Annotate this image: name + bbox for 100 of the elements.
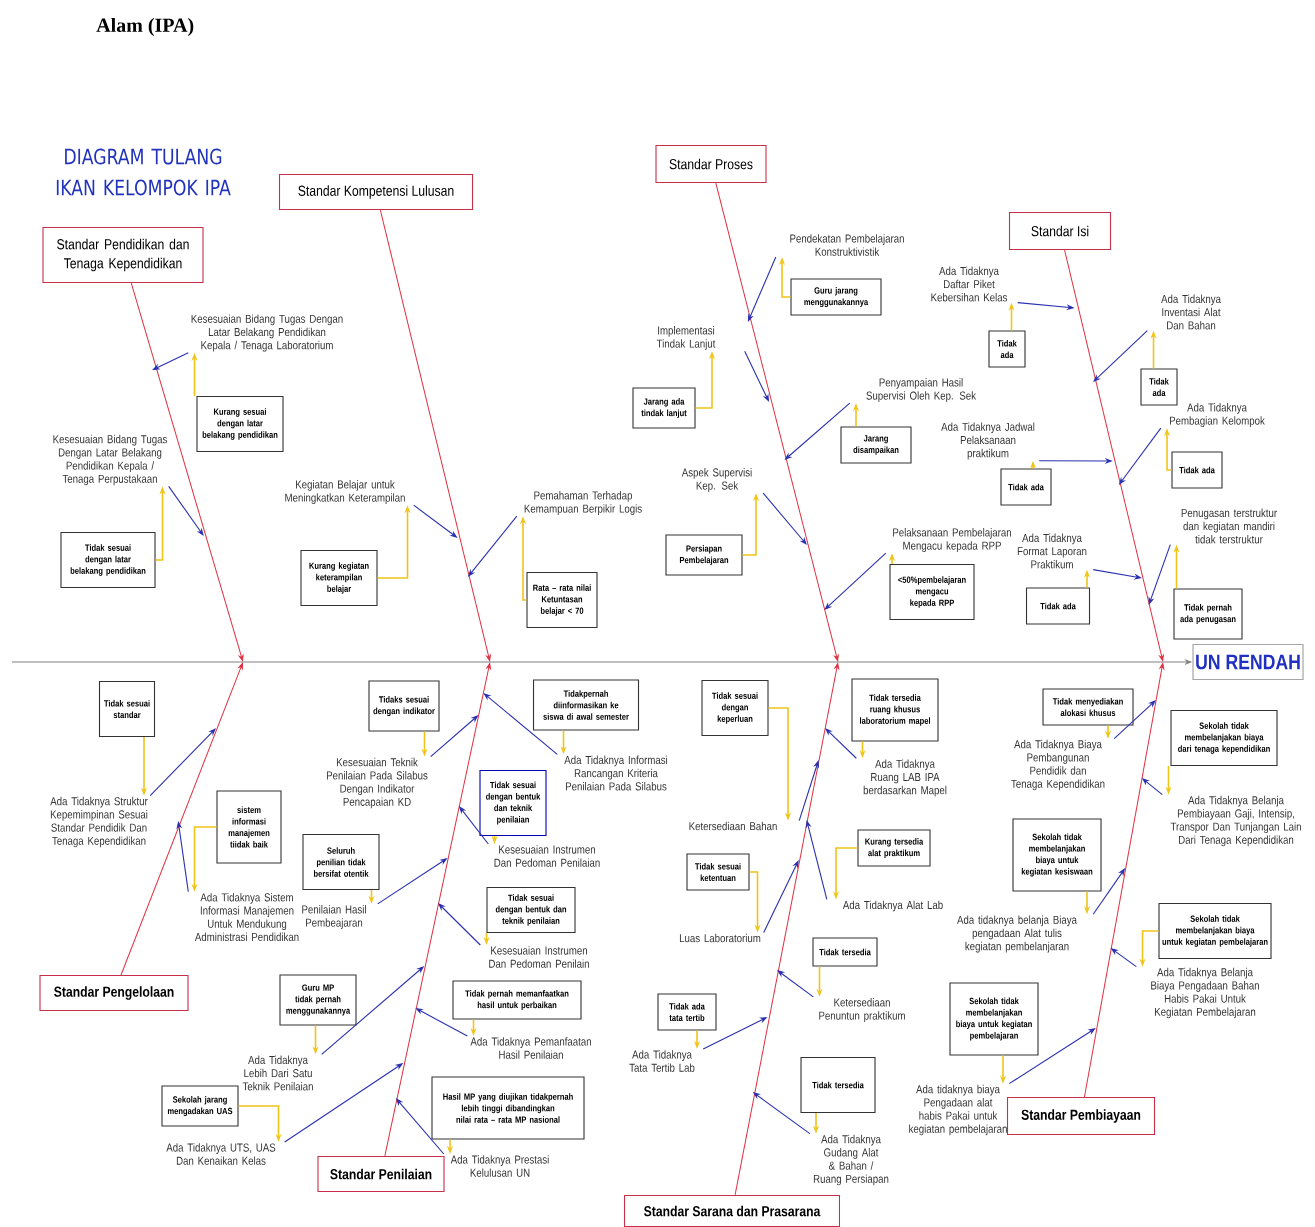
- cause-label: Kesesuaian Bidang Tugas Dengan Latar Belakang Pendidikan Kepala / Tenaga Laboratorium: [191, 314, 343, 352]
- bone-arrow: [384, 662, 491, 1157]
- cause-label: Ada Tidaknya Biaya Pembangunan Pendidik dan Tenaga Kependidikan: [1011, 739, 1105, 791]
- cause-label: Ada Tidaknya Ruang LAB IPA berdasarkan Mapel: [863, 759, 947, 797]
- cause-label: Ada Tidaknya Informasi Rancangan Kriteria Penilaian Pada Silabus: [564, 755, 668, 791]
- cause-arrow: [1148, 544, 1171, 605]
- cause-label: Ada Tidaknya Prestasi Kelulusan UN: [450, 1155, 549, 1177]
- cause-label: Ada Tidaknya Gudang Alat & Bahan / Ruang Persiapan: [813, 1134, 889, 1186]
- cause-label: Pendekatan Pembelajaran Konstruktivistik: [790, 234, 904, 256]
- bone-arrow: [130, 282, 244, 662]
- problem-box: Sekolah tidak membelanjakan biaya untuk kegiatan pembelajaran: [949, 982, 1039, 1056]
- cause-label: Ada Tidaknya Format Laporan Praktikum: [1017, 533, 1087, 569]
- problem-box: Kurang sesuai dengan latar belakang pendidikan: [196, 395, 284, 453]
- cause-arrow: [1093, 330, 1148, 382]
- problem-box: Tidakpernah diinformasikan ke siswa di awal semester: [532, 679, 640, 731]
- effect-box: UN RENDAH: [1192, 643, 1304, 681]
- cause-label: Ada Tidaknya Daftar Piket Kebersihan Kelas: [931, 266, 1008, 302]
- problem-box: Tidaks sesuai dengan indikator: [368, 680, 440, 732]
- cause-arrow: [1008, 1028, 1096, 1085]
- bone-arrow: [1083, 662, 1165, 1098]
- cause-arrow: [152, 352, 189, 370]
- problem-box: Tidak ada: [1140, 368, 1178, 406]
- problem-box: Jarang disampaikan: [840, 426, 912, 464]
- cause-label: Ada tidaknya biaya Pengadaan alat habis Pakai untuk kegiatan pembelajaran: [909, 1084, 1007, 1136]
- cause-arrow: [483, 693, 558, 755]
- problem-box: Tidak menyediakan alokasi khusus: [1042, 688, 1134, 726]
- cause-arrow: [798, 760, 819, 822]
- problem-box: Guru jarang menggunakannya: [790, 278, 882, 316]
- problem-box: Tidak ada: [988, 330, 1026, 368]
- category-box: Standar Isi: [1008, 211, 1112, 251]
- cause-label: Ada Tidaknya UTS, UAS Dan Kenaikan Kelas: [166, 1143, 276, 1165]
- cause-arrow: [763, 860, 799, 934]
- cause-label: Ada Tidaknya Lebih Dari Satu Teknik Penilaian: [242, 1055, 313, 1091]
- cause-label: Ada Tidaknya Jadwal Pelaksanaan praktikum: [941, 422, 1035, 460]
- problem-box: Tidak tersedia: [800, 1056, 876, 1114]
- cause-label: Ada Tidaknya Pembagian Kelompok: [1170, 403, 1265, 427]
- bone-arrow: [120, 662, 243, 976]
- problem-box: Tidak pernah memanfaatkan hasil untuk perbaikan: [452, 980, 582, 1020]
- cause-label: Ada Tidaknya Belanja Pembiayaan Gaji, Intensip, Transpor Dan Tunjangan Lain Dari Tenaga Kependidikan: [1170, 795, 1301, 847]
- cause-label: Kesesuaian Instrumen Dan Pedoman Penilain: [489, 946, 589, 968]
- problem-box: Tidak sesuai ketentuan: [686, 853, 750, 891]
- cause-arrow: [762, 492, 807, 545]
- problem-box: Tidak ada: [1025, 587, 1091, 625]
- cause-label: Luas Laboratorium: [679, 933, 761, 943]
- bone-arrow: [1064, 249, 1164, 662]
- problem-box: Seluruh penilian tidak bersifat otentik: [302, 833, 380, 891]
- problem-box: Sekolah tidak membelanjakan biaya dari tenaga kependidikan: [1170, 709, 1278, 767]
- problem-box: Tidak sesuai dengan bentuk dan teknik penilaian: [479, 769, 547, 837]
- problem-box: Guru MP tidak pernah menggunakannya: [279, 974, 357, 1026]
- category-box: Standar Proses: [655, 144, 767, 184]
- page-heading: Alam (IPA): [96, 17, 194, 37]
- diagram-title: DIAGRAM TULANG IKAN KELOMPOK IPA: [56, 148, 231, 196]
- problem-box: Sekolah jarang mengadakan UAS: [161, 1085, 239, 1127]
- cause-arrow: [168, 485, 204, 536]
- problem-box: Sekolah tidak membelanjakan biaya untuk kegiatan kesiswaan: [1012, 818, 1102, 892]
- problem-box: sistem informasi manajemen tiidak baik: [216, 790, 282, 864]
- problem-box: Tidak pernah ada penugasan: [1173, 588, 1243, 640]
- cause-label: Ada Tidaknya Pemanfaatan Hasil Penilaian: [470, 1037, 591, 1059]
- cause-label: Penugasan terstruktur dan kegiatan mandiri tidak terstruktur: [1181, 508, 1277, 544]
- problem-box: Tidak sesuai dengan bentuk dan teknik penilaian: [486, 886, 576, 934]
- problem-box: Hasil MP yang diujikan tidakpernah lebih tinggi dibandingkan nilai rata – rata MP nasional: [431, 1076, 585, 1140]
- problem-box: Kurang tersedia alat praktikum: [857, 829, 931, 867]
- cause-label: Ada Tidaknya Tata Tertib Lab: [629, 1050, 695, 1072]
- category-box: Standar Kompetensi Lulusan: [278, 173, 474, 211]
- cause-label: Kesesuaian Bidang Tugas Dengan Latar Belakang Pendidikan Kepala / Tenaga Perpustakaan: [53, 434, 167, 486]
- problem-box: Sekolah tidak membelanjakan biaya untuk kegiatan pembelajaran: [1158, 902, 1272, 960]
- cause-arrow: [824, 552, 887, 610]
- problem-box: Tidak ada tata tertib: [657, 993, 717, 1031]
- cause-label: Implementasi Tindak Lanjut: [656, 326, 716, 350]
- cause-label: Ada Tidaknya Sistem Informasi Manajemen Untuk Mendukung Administrasi Pendidikan: [194, 893, 299, 942]
- cause-label: Pelaksanaan Pembelajaran Mengacu kepada RPP: [893, 528, 1011, 552]
- problem-box: Tidak sesuai standar: [98, 680, 156, 738]
- bone-arrow: [734, 662, 840, 1196]
- cause-label: Penilaian Hasil Pembeajaran: [302, 905, 366, 929]
- problem-box: Tidak tersedia ruang khusus laboratorium mapel: [851, 678, 939, 742]
- problem-box: Tidak sesuai dengan keperluan: [701, 679, 769, 737]
- problem-box: Kurang kegiatan keterampilan belajar: [300, 549, 378, 607]
- cause-label: Ada Tidaknya Struktur Kepemimpinan Sesuai Standar Pendidik Dan Tenaga Kependidikan: [50, 796, 148, 848]
- problem-box: Tidak tersedia: [812, 937, 878, 967]
- cause-label: Kesesuaian Instrumen Dan Pedoman Penilaian: [494, 845, 600, 867]
- problem-box: <50%pembelajaran mengacu kepada RPP: [889, 563, 975, 621]
- problem-box: Tidak sesuai dengan latar belakang pendidikan: [60, 531, 156, 589]
- problem-box: Persiapan Pembelajaran: [665, 534, 743, 576]
- cause-arrow: [747, 256, 777, 322]
- bone-arrow: [379, 209, 491, 662]
- cause-label: Ada Tidaknya Belanja Biaya Pengadaan Bahan Habis Pakai Untuk Kegiatan Pembelajaran: [1151, 967, 1259, 1019]
- cause-label: Ketersediaan Bahan: [689, 821, 777, 831]
- cause-label: Kegiatan Belajar untuk Meningkatkan Keterampilan: [285, 480, 405, 504]
- cause-label: Aspek Supervisi Kep. Sek: [681, 468, 752, 492]
- problem-box: Rata – rata nilai Ketuntasan belajar < 70: [526, 571, 598, 629]
- cause-label: Ketersediaan Penuntun praktikum: [819, 998, 905, 1022]
- cause-label: Penyampaian Hasil Supervisi Oleh Kep. Sek: [866, 378, 977, 402]
- category-box: Standar Penilaian: [317, 1155, 445, 1193]
- bone-arrow: [715, 182, 839, 662]
- cause-label: Ada Tidaknya Alat Lab: [842, 900, 943, 912]
- problem-box: Jarang ada tindak lanjut: [632, 387, 696, 429]
- cause-label: Pemahaman Terhadap Kemampuan Berpikir Logis: [524, 491, 642, 515]
- cause-label: Kesesuaian Teknik Penilaian Pada Silabus Dengan Indikator Pencapaian KD: [327, 757, 428, 809]
- category-box: Standar Pengelolaan: [39, 974, 189, 1012]
- problem-box: Tidak ada: [1171, 451, 1223, 489]
